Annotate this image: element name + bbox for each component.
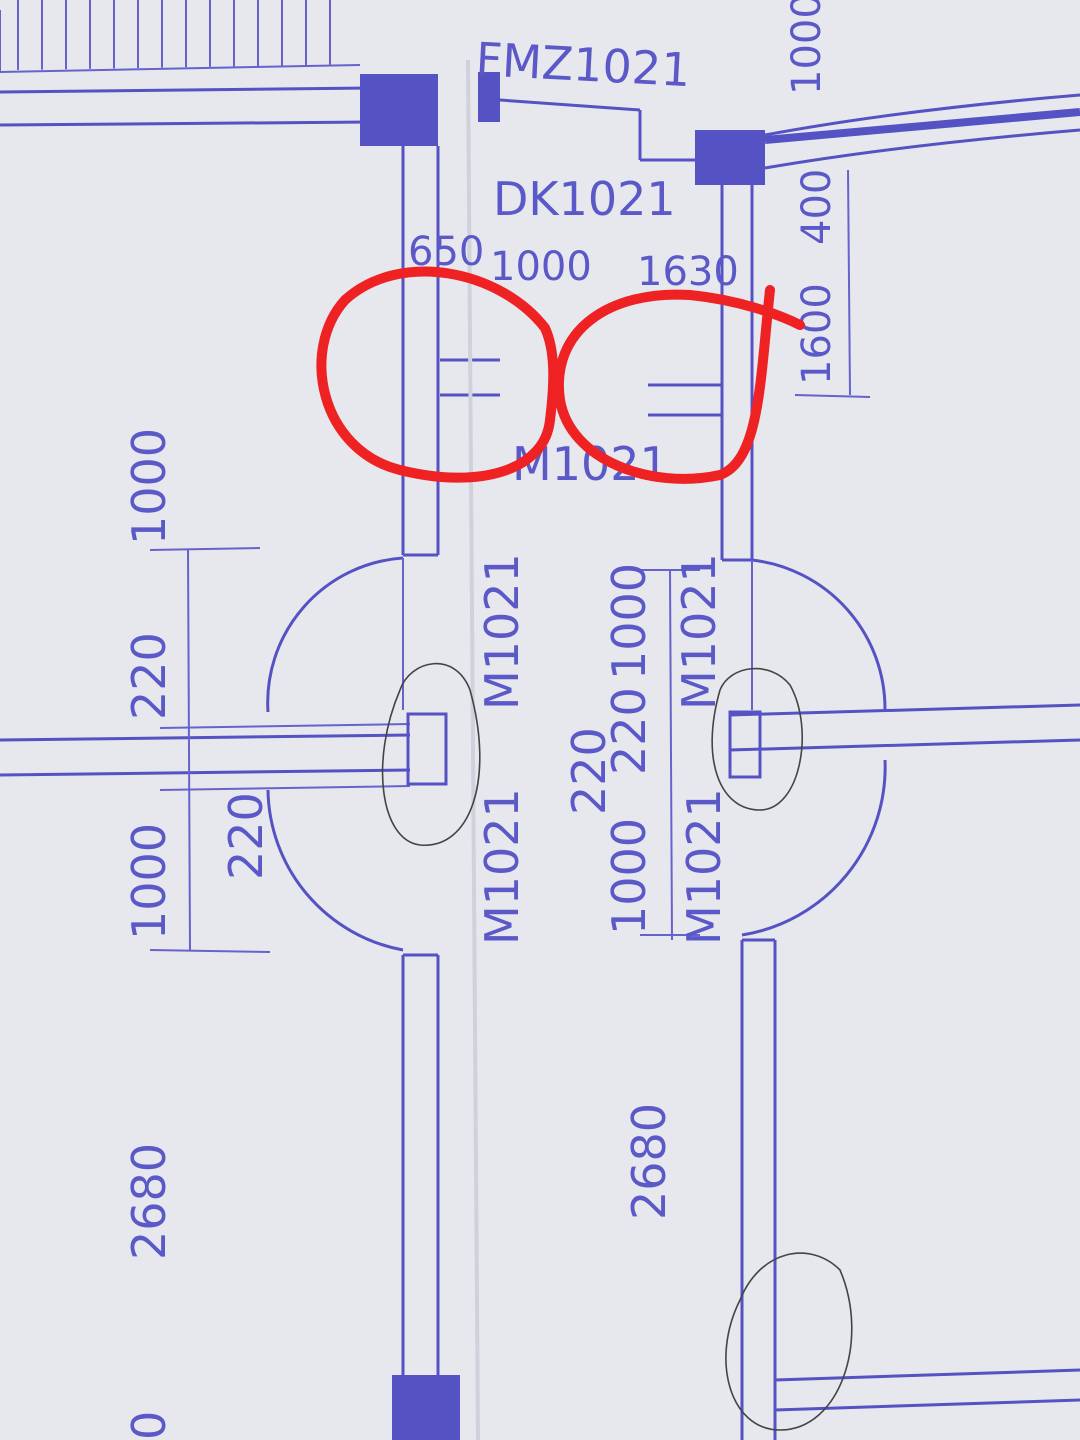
label-door-right-lower: M1021 xyxy=(677,788,731,945)
dim-edge-top: 1000 xyxy=(784,0,830,95)
label-seg-1630: 1630 xyxy=(637,249,739,295)
dim-left-lower: 2680 xyxy=(122,1143,176,1260)
dim-right-b: 220 xyxy=(602,687,656,775)
door-swings xyxy=(266,556,887,952)
stair-railing xyxy=(0,0,361,73)
right-corridor-walls xyxy=(648,185,1080,1440)
dim-left-bottom: 1000 xyxy=(122,823,176,940)
dim-left-top: 1000 xyxy=(122,428,176,545)
dim-right-top: 1000 xyxy=(602,563,656,680)
red-circle-right xyxy=(553,285,805,484)
dim-left-b: 220 xyxy=(219,792,273,880)
label-fmz1021: FMZ1021 xyxy=(474,32,691,97)
label-door-right-upper: M1021 xyxy=(672,553,726,710)
middle-walls xyxy=(0,703,1080,791)
top-wall xyxy=(0,72,1080,185)
red-circle-left xyxy=(316,266,559,483)
pencil-marks xyxy=(381,662,853,1431)
dim-left-a: 220 xyxy=(122,632,176,720)
label-dk1021: DK1021 xyxy=(493,172,676,226)
left-corridor-walls xyxy=(392,146,500,1440)
label-door-left-lower: M1021 xyxy=(475,788,529,945)
red-highlights xyxy=(316,266,805,484)
label-door-left-upper: M1021 xyxy=(475,553,529,710)
dimension-lines xyxy=(149,169,871,953)
label-seg-1000: 1000 xyxy=(490,244,592,290)
dim-edge-mid: 400 xyxy=(794,169,840,245)
dim-right-a: 220 xyxy=(562,727,616,815)
dim-edge-low: 1600 xyxy=(794,283,840,385)
dim-right-lower: 2680 xyxy=(622,1103,676,1220)
dim-bottom-partial: 0 xyxy=(122,1411,176,1440)
dim-right-bottom: 1000 xyxy=(602,818,656,935)
paper-fold xyxy=(466,59,480,1440)
